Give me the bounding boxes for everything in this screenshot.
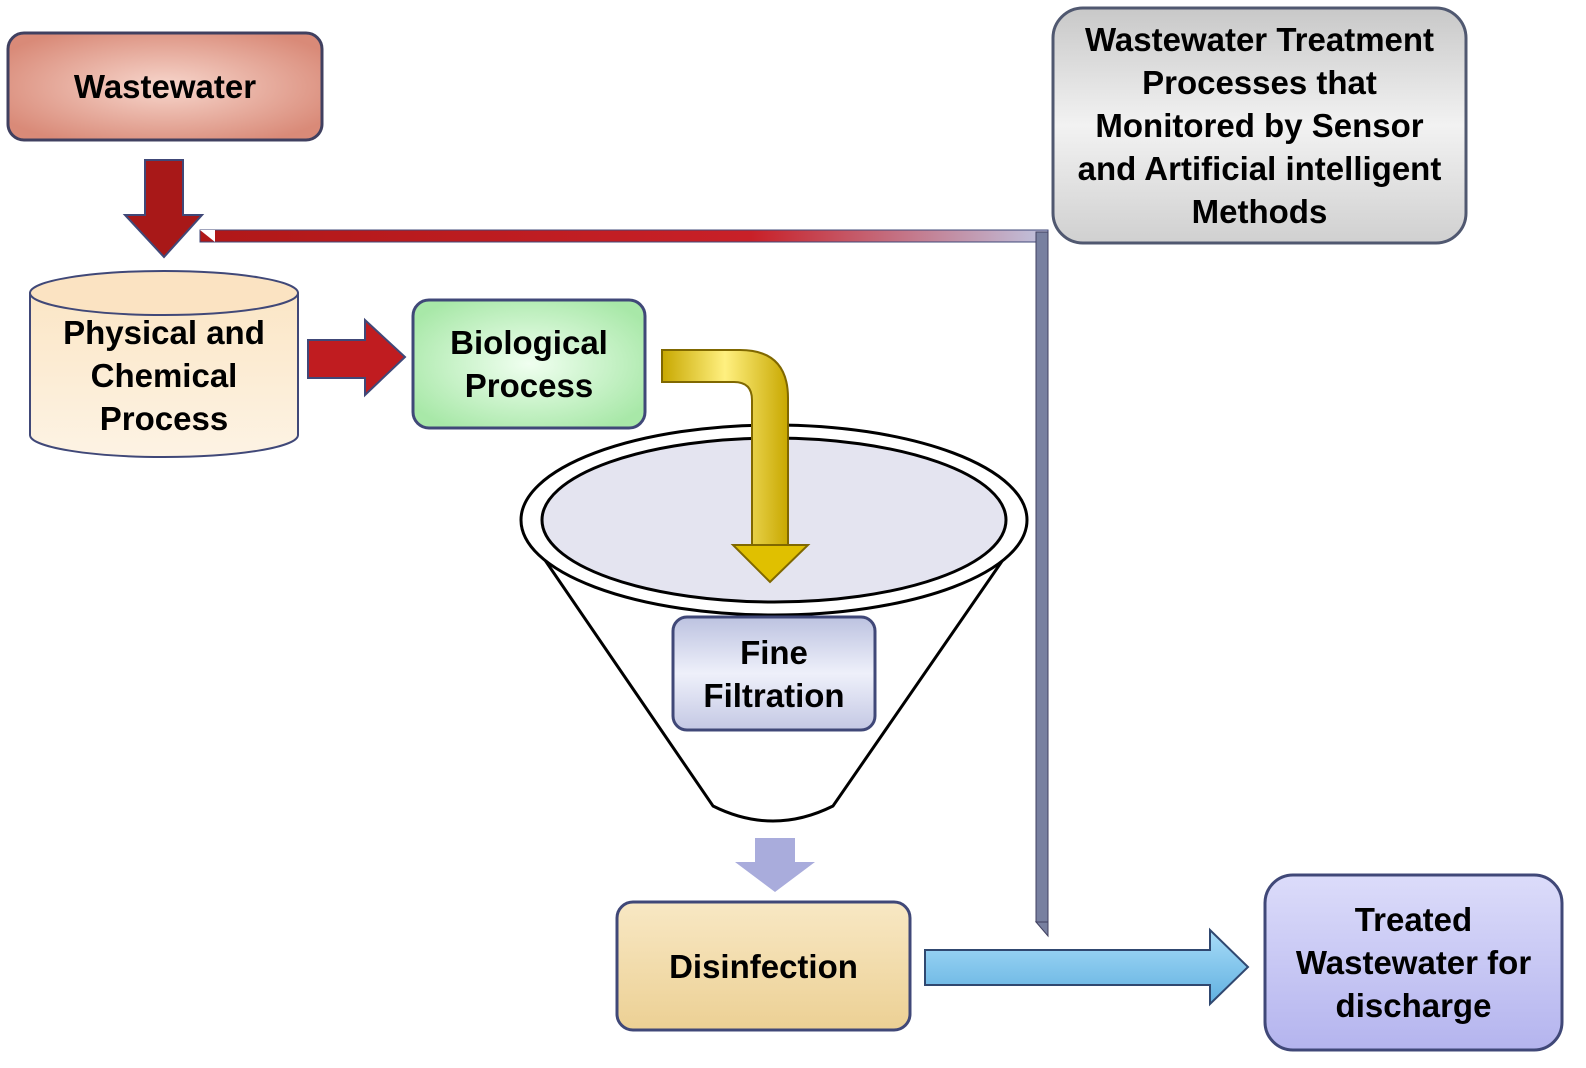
disinfection-label: Disinfection (669, 947, 858, 985)
arrow-down-red (122, 159, 205, 259)
wastewater-box (6, 31, 324, 142)
biological-label: Biological Process (450, 324, 608, 404)
treated-box (1263, 873, 1564, 1052)
disinfection-box (615, 900, 912, 1032)
wastewater-label: Wastewater (73, 68, 257, 105)
arrow-yellow-pipe (661, 349, 811, 584)
monitor-box (1051, 6, 1468, 245)
fine-filtration-box (671, 615, 877, 732)
biological-box (411, 298, 647, 430)
fine-filtration-label: Fine Filtration (703, 633, 845, 714)
physical-chemical-cylinder (29, 270, 299, 458)
monitor-label: Wastewater Treatment Processes that Moni… (1077, 21, 1442, 230)
physical-chemical-label: Physical and Chemical Process (63, 313, 265, 437)
treated-label: Treated Wastewater for discharge (1295, 901, 1532, 1024)
monitor-connector-line (199, 229, 1049, 938)
arrow-right-blue (924, 927, 1250, 1007)
arrow-down-lavender (735, 838, 815, 892)
arrow-right-red (307, 317, 407, 398)
